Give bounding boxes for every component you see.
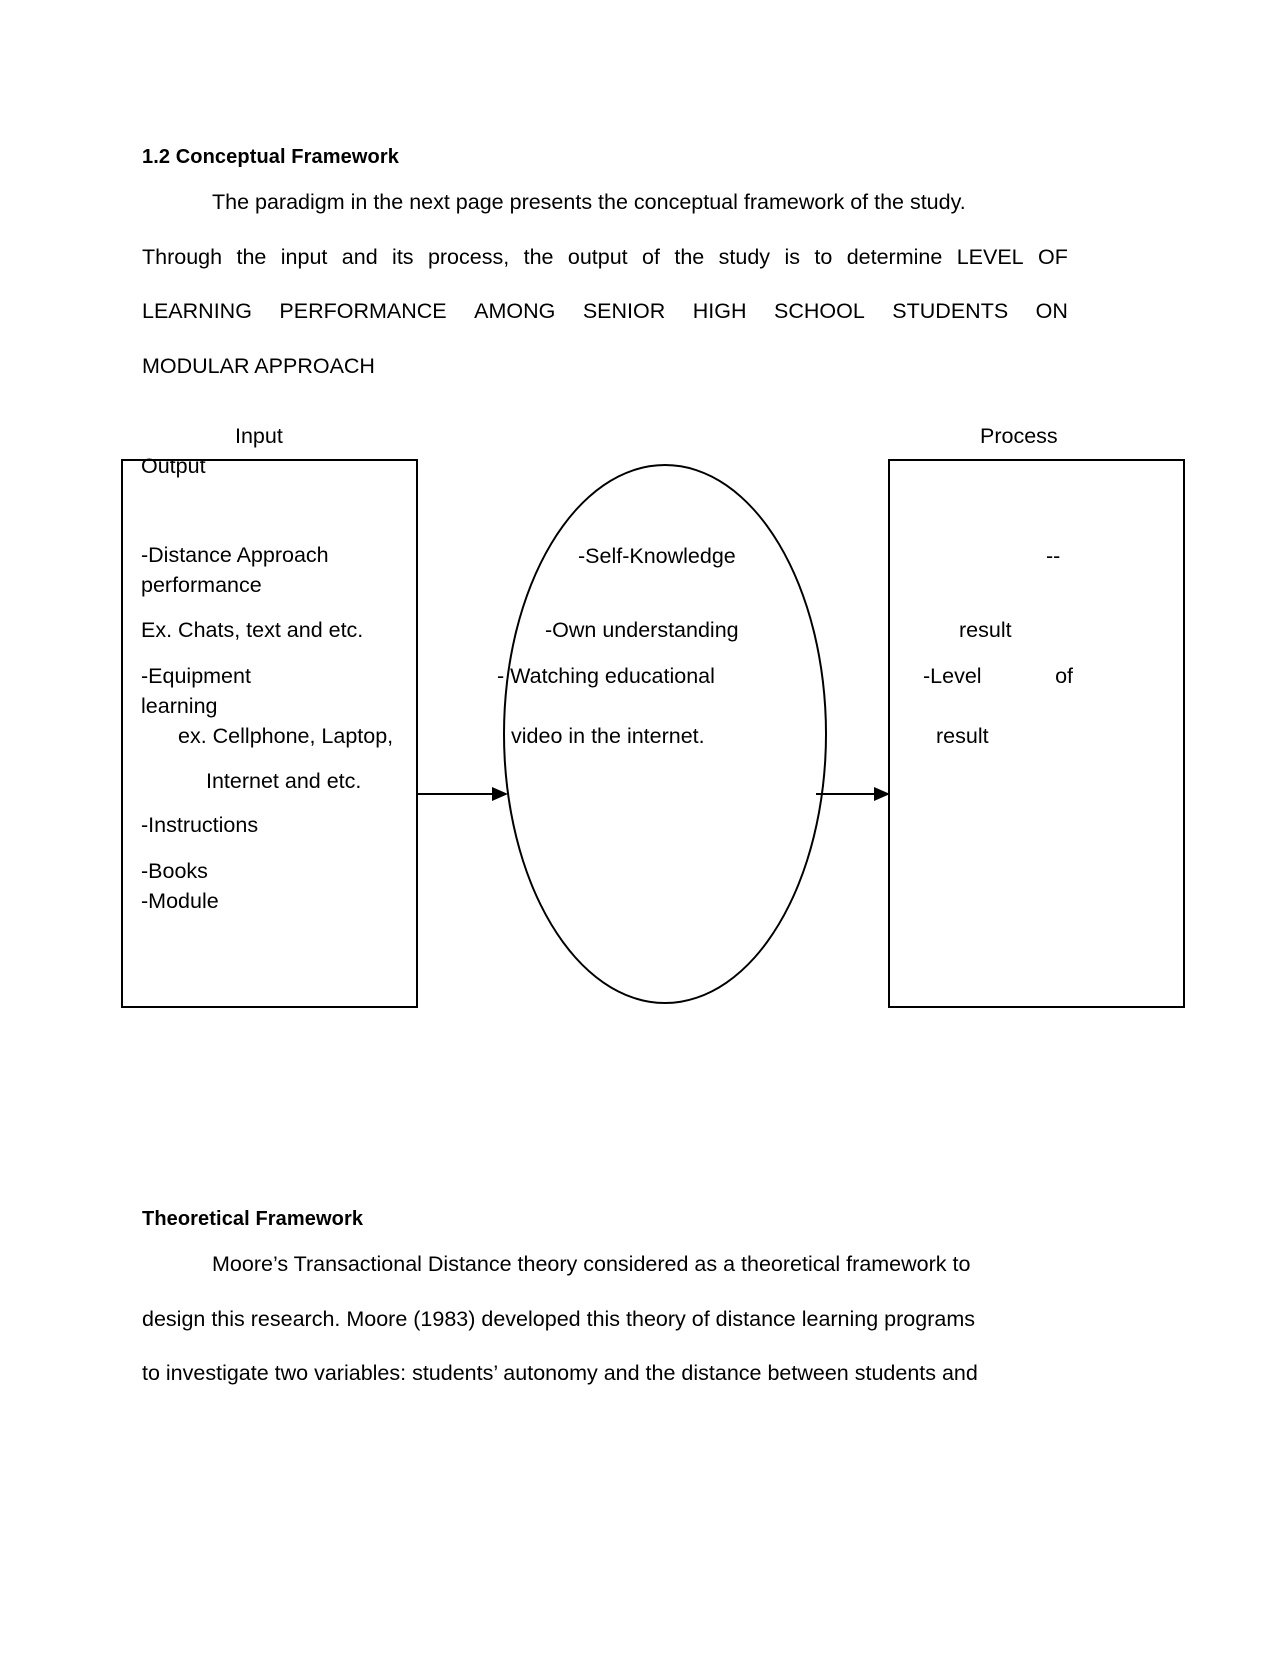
- input-box-line-6: ex. Cellphone, Laptop,: [178, 724, 394, 748]
- output-box-of-label: of: [1055, 664, 1073, 688]
- input-box-line-8: -Instructions: [141, 813, 259, 837]
- input-box-line-3: Ex. Chats, text and etc.: [141, 618, 364, 642]
- output-box-line-2: result: [959, 618, 1012, 642]
- word: SCHOOL: [774, 299, 865, 323]
- word: STUDENTS: [892, 299, 1009, 323]
- word: determine: [846, 245, 943, 269]
- process-ellipse: [503, 464, 827, 1004]
- arrow-process-to-output: [816, 787, 890, 801]
- word: SENIOR: [582, 299, 666, 323]
- word: PERFORMANCE: [279, 299, 447, 323]
- word: to: [814, 245, 833, 269]
- word: input: [280, 245, 328, 269]
- paragraph-line-4: MODULAR APPROACH: [142, 354, 375, 378]
- word: Through: [142, 245, 223, 269]
- process-ellipse-line-1: -Self-Knowledge: [578, 544, 736, 568]
- word: AMONG: [474, 299, 556, 323]
- process-ellipse-line-2: -Own understanding: [545, 618, 739, 642]
- input-box-line-4: -Equipment: [141, 664, 251, 688]
- input-box-line-5: learning: [141, 694, 218, 718]
- theoretical-paragraph-line-3: to investigate two variables: students’ …: [142, 1361, 978, 1385]
- output-box-line-3: -Level of: [923, 664, 1073, 688]
- word: its: [392, 245, 414, 269]
- input-box-line-9: -Books: [141, 859, 208, 883]
- output-box-line-1: --: [1046, 544, 1061, 568]
- input-box-line-10: -Module: [141, 889, 219, 913]
- word: the: [236, 245, 267, 269]
- input-box: [121, 459, 418, 1008]
- word: output: [567, 245, 628, 269]
- output-box: [888, 459, 1185, 1008]
- word: LEVEL: [956, 245, 1024, 269]
- process-ellipse-line-4: video in the internet.: [511, 724, 705, 748]
- input-box-line-2: performance: [141, 573, 262, 597]
- input-box-line-1: -Distance Approach: [141, 543, 329, 567]
- word: of: [642, 245, 660, 269]
- output-box-line-4: result: [936, 724, 989, 748]
- diagram-label-process: Process: [980, 424, 1058, 448]
- word: is: [784, 245, 800, 269]
- section-heading-conceptual-framework: 1.2 Conceptual Framework: [142, 146, 399, 168]
- word: LEARNING: [142, 299, 252, 323]
- theoretical-paragraph-line-2: design this research. Moore (1983) devel…: [142, 1307, 975, 1331]
- word: study: [718, 245, 771, 269]
- word: the: [523, 245, 554, 269]
- process-ellipse-line-3: - Watching educational: [497, 664, 715, 688]
- arrow-input-to-process: [418, 787, 508, 801]
- input-box-line-7: Internet and etc.: [206, 769, 362, 793]
- word: ON: [1035, 299, 1068, 323]
- paragraph-line-3: LEARNING PERFORMANCE AMONG SENIOR HIGH S…: [142, 299, 1068, 323]
- word: process,: [427, 245, 510, 269]
- paragraph-line-1: The paradigm in the next page presents t…: [212, 190, 966, 214]
- word: OF: [1038, 245, 1068, 269]
- paragraph-line-2: Through the input and its process, the o…: [142, 245, 1068, 269]
- section-heading-theoretical-framework: Theoretical Framework: [142, 1208, 364, 1230]
- diagram-label-input: Input: [235, 424, 283, 448]
- word: and: [341, 245, 378, 269]
- output-box-level-label: -Level: [923, 664, 982, 688]
- theoretical-paragraph-line-1: Moore’s Transactional Distance theory co…: [212, 1252, 971, 1276]
- word: the: [674, 245, 705, 269]
- word: HIGH: [692, 299, 747, 323]
